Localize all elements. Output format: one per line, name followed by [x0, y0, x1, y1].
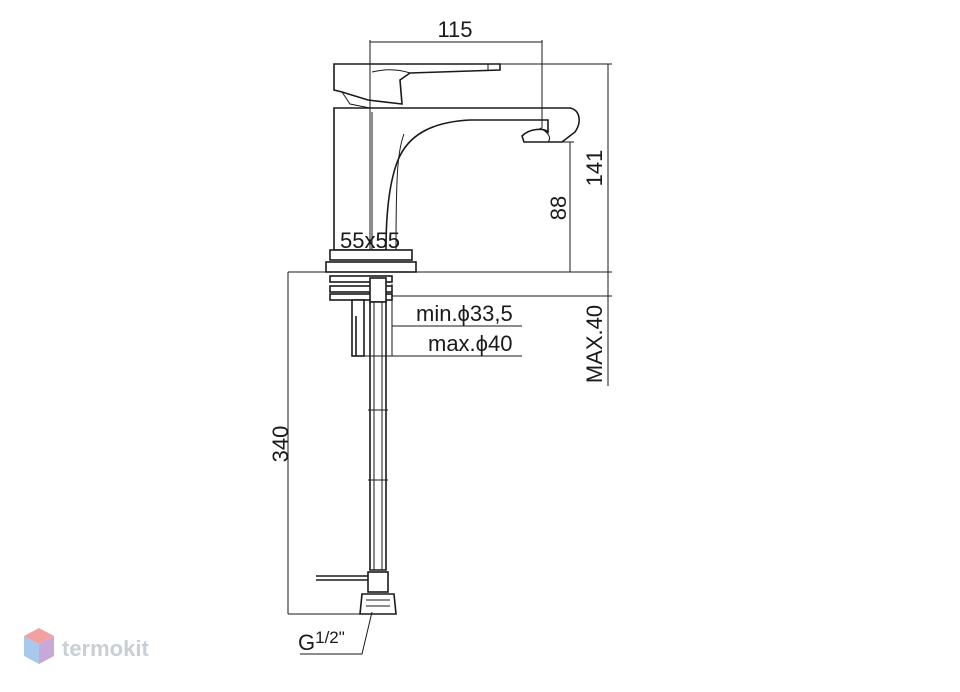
spout — [333, 107, 580, 251]
dim-deck-max: MAX.40 — [582, 305, 607, 383]
dim-spout-height: 88 — [546, 196, 571, 220]
faucet-body — [316, 63, 580, 615]
dim-hole-min: min.ϕ33,5 — [416, 301, 513, 326]
dim-connection-prefix: G — [298, 630, 315, 655]
dim-top-width: 115 — [437, 17, 472, 42]
dim-base-size: 55x55 — [340, 228, 400, 253]
dim-connection-size: 1/2" — [315, 628, 345, 647]
hose-nut — [367, 571, 389, 593]
flexible-hose — [369, 301, 387, 571]
watermark-logo: termokit — [24, 628, 149, 664]
dim-hose-length: 340 — [268, 426, 293, 463]
dim-hole-max: max.ϕ40 — [428, 331, 512, 356]
fixing-washer — [329, 275, 393, 283]
dim-connection-label: G1/2" — [298, 628, 345, 655]
base-plate — [329, 249, 413, 261]
cube-logo-icon — [24, 628, 54, 664]
dim-total-height: 141 — [582, 150, 607, 187]
fixing-rod — [351, 299, 365, 357]
lever-handle — [333, 63, 501, 105]
dimension-lines — [287, 40, 612, 655]
watermark-text: termokit — [62, 636, 149, 661]
